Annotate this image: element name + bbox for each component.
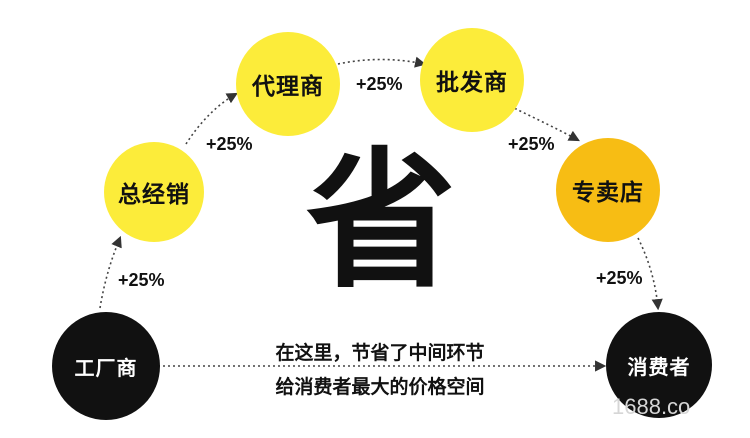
node-agent: 代理商 [236, 32, 340, 136]
caption-line-1: 在这里，节省了中间环节 [275, 342, 485, 364]
arrow-wholesaler-to-retail [505, 103, 580, 142]
node-general-distributor: 总经销 [104, 142, 204, 242]
markup-label: +25% [118, 270, 165, 290]
caption-line-2: 给消费者最大的价格空间 [275, 376, 485, 398]
node-wholesaler: 批发商 [420, 28, 524, 132]
center-character: 省 [305, 135, 456, 309]
markup-label: +25% [596, 268, 643, 288]
arrow-retail-to-consumer [637, 237, 663, 311]
markup-label: +25% [508, 134, 555, 154]
watermark: 1688.co [612, 394, 691, 419]
arrow-agent-to-wholesaler [337, 56, 427, 68]
arrow-manufacturer-to-distributor [99, 235, 122, 309]
markup-label: +25% [206, 134, 253, 154]
node-retail-store: 专卖店 [556, 138, 660, 242]
markup-label: +25% [356, 74, 403, 94]
node-consumer: 消费者 [606, 312, 712, 418]
arrow-distributor-to-agent [185, 92, 238, 145]
node-manufacturer: 工厂商 [52, 312, 160, 420]
